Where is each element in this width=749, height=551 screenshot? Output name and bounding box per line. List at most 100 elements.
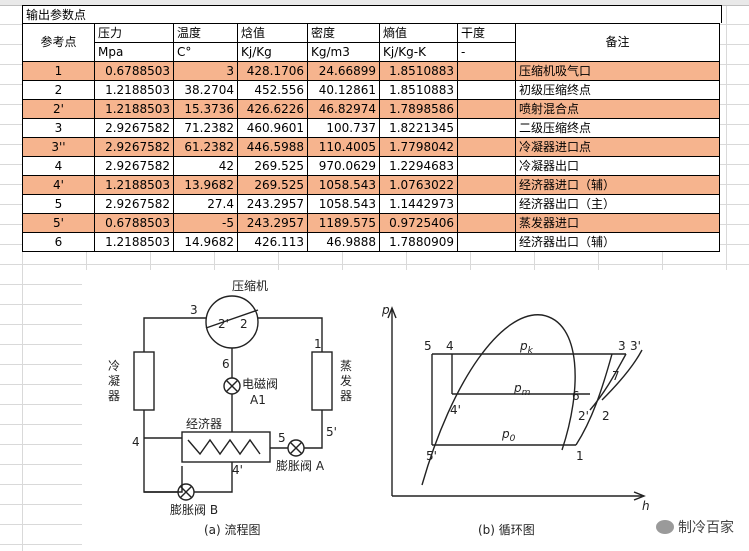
cell-temperature[interactable]: 3 <box>173 61 238 81</box>
cell-pressure[interactable]: 1.2188503 <box>94 175 174 195</box>
unit-enthalpy[interactable]: Kj/Kg <box>237 42 308 62</box>
cell-temperature[interactable]: 15.3736 <box>173 99 238 119</box>
cell-density[interactable]: 46.82974 <box>307 99 380 119</box>
cell-enthalpy[interactable]: 446.5988 <box>237 137 308 157</box>
cell-quality[interactable] <box>457 99 516 119</box>
cell-enthalpy[interactable]: 428.1706 <box>237 61 308 81</box>
cell-quality[interactable] <box>457 156 516 176</box>
cell-density[interactable]: 1058.543 <box>307 175 380 195</box>
cell-pressure[interactable]: 1.2188503 <box>94 80 174 100</box>
cell-point[interactable]: 4' <box>22 175 95 195</box>
cell-entropy[interactable]: 1.8510883 <box>379 80 458 100</box>
cell-entropy[interactable]: 1.7798042 <box>379 137 458 157</box>
cell-density[interactable]: 100.737 <box>307 118 380 138</box>
unit-quality[interactable]: - <box>457 42 516 62</box>
header-remark[interactable]: 备注 <box>515 23 720 62</box>
cell-entropy[interactable]: 1.1442973 <box>379 194 458 214</box>
unit-entropy[interactable]: Kj/Kg-K <box>379 42 458 62</box>
cell-entropy[interactable]: 1.7880909 <box>379 232 458 252</box>
cell-remark[interactable]: 经济器出口（辅） <box>515 232 720 252</box>
header-enthalpy[interactable]: 焓值 <box>237 23 308 43</box>
diagram-image: 压缩机 2' 2 3 冷 凝 器 4 经济器 4' 5 膨胀阀 A 5' 蒸 发 <box>82 270 749 551</box>
cell-quality[interactable] <box>457 232 516 252</box>
unit-density[interactable]: Kg/m3 <box>307 42 380 62</box>
unit-temperature[interactable]: C° <box>173 42 238 62</box>
cell-temperature[interactable]: 61.2382 <box>173 137 238 157</box>
cell-enthalpy[interactable]: 269.525 <box>237 156 308 176</box>
cell-quality[interactable] <box>457 194 516 214</box>
cell-enthalpy[interactable]: 269.525 <box>237 175 308 195</box>
cell-entropy[interactable]: 0.9725406 <box>379 213 458 233</box>
cell-point[interactable]: 3'' <box>22 137 95 157</box>
cell-point[interactable]: 6 <box>22 232 95 252</box>
cell-pressure[interactable]: 2.9267582 <box>94 194 174 214</box>
cell-remark[interactable]: 压缩机吸气口 <box>515 61 720 81</box>
cell-enthalpy[interactable]: 243.2957 <box>237 213 308 233</box>
cell-temperature[interactable]: 71.2382 <box>173 118 238 138</box>
cell-temperature[interactable]: -5 <box>173 213 238 233</box>
cell-quality[interactable] <box>457 213 516 233</box>
cell-point[interactable]: 2' <box>22 99 95 119</box>
cell-entropy[interactable]: 1.0763022 <box>379 175 458 195</box>
cell-temperature[interactable]: 38.2704 <box>173 80 238 100</box>
cell-remark[interactable]: 蒸发器进口 <box>515 213 720 233</box>
cell-temperature[interactable]: 27.4 <box>173 194 238 214</box>
cell-pressure[interactable]: 0.6788503 <box>94 213 174 233</box>
cycle-label-4: 4 <box>446 339 454 353</box>
cell-temperature[interactable]: 13.9682 <box>173 175 238 195</box>
cell-point[interactable]: 3 <box>22 118 95 138</box>
cell-quality[interactable] <box>457 118 516 138</box>
cell-point[interactable]: 5 <box>22 194 95 214</box>
flow-caption: (a) 流程图 <box>204 522 261 537</box>
cell-enthalpy[interactable]: 426.113 <box>237 232 308 252</box>
cell-density[interactable]: 1189.575 <box>307 213 380 233</box>
cell-pressure[interactable]: 1.2188503 <box>94 99 174 119</box>
cell-point[interactable]: 2 <box>22 80 95 100</box>
cell-temperature[interactable]: 42 <box>173 156 238 176</box>
cell-quality[interactable] <box>457 61 516 81</box>
header-point[interactable]: 参考点 <box>22 23 95 62</box>
header-quality[interactable]: 干度 <box>457 23 516 43</box>
cell-density[interactable]: 1058.543 <box>307 194 380 214</box>
header-pressure[interactable]: 压力 <box>94 23 174 43</box>
cell-pressure[interactable]: 2.9267582 <box>94 118 174 138</box>
cell-remark[interactable]: 冷凝器进口点 <box>515 137 720 157</box>
cell-entropy[interactable]: 1.2294683 <box>379 156 458 176</box>
header-entropy[interactable]: 熵值 <box>379 23 458 43</box>
cell-enthalpy[interactable]: 426.6226 <box>237 99 308 119</box>
sheet-title-cell[interactable]: 输出参数点 <box>22 5 722 23</box>
cell-pressure[interactable]: 2.9267582 <box>94 156 174 176</box>
cell-density[interactable]: 970.0629 <box>307 156 380 176</box>
cell-point[interactable]: 1 <box>22 61 95 81</box>
cell-enthalpy[interactable]: 243.2957 <box>237 194 308 214</box>
cell-entropy[interactable]: 1.8221345 <box>379 118 458 138</box>
unit-pressure[interactable]: Mpa <box>94 42 174 62</box>
cell-density[interactable]: 24.66899 <box>307 61 380 81</box>
solenoid-valve-label: 电磁阀 <box>242 376 278 391</box>
cell-remark[interactable]: 二级压缩终点 <box>515 118 720 138</box>
cell-entropy[interactable]: 1.7898586 <box>379 99 458 119</box>
cell-point[interactable]: 5' <box>22 213 95 233</box>
cell-quality[interactable] <box>457 137 516 157</box>
cell-remark[interactable]: 经济器出口（主） <box>515 194 720 214</box>
cell-density[interactable]: 46.9888 <box>307 232 380 252</box>
cell-entropy[interactable]: 1.8510883 <box>379 61 458 81</box>
cell-enthalpy[interactable]: 452.556 <box>237 80 308 100</box>
header-temperature[interactable]: 温度 <box>173 23 238 43</box>
header-density[interactable]: 密度 <box>307 23 380 43</box>
cell-remark[interactable]: 喷射混合点 <box>515 99 720 119</box>
cell-quality[interactable] <box>457 175 516 195</box>
cell-pressure[interactable]: 0.6788503 <box>94 61 174 81</box>
cell-enthalpy[interactable]: 460.9601 <box>237 118 308 138</box>
cell-remark[interactable]: 冷凝器出口 <box>515 156 720 176</box>
cell-remark[interactable]: 初级压缩终点 <box>515 80 720 100</box>
condenser-label-1: 冷 <box>108 359 120 373</box>
cell-density[interactable]: 110.4005 <box>307 137 380 157</box>
cell-pressure[interactable]: 1.2188503 <box>94 232 174 252</box>
cell-point[interactable]: 4 <box>22 156 95 176</box>
cell-remark[interactable]: 经济器进口（辅） <box>515 175 720 195</box>
cell-quality[interactable] <box>457 80 516 100</box>
cell-temperature[interactable]: 14.9682 <box>173 232 238 252</box>
cell-density[interactable]: 40.12861 <box>307 80 380 100</box>
cell-pressure[interactable]: 2.9267582 <box>94 137 174 157</box>
